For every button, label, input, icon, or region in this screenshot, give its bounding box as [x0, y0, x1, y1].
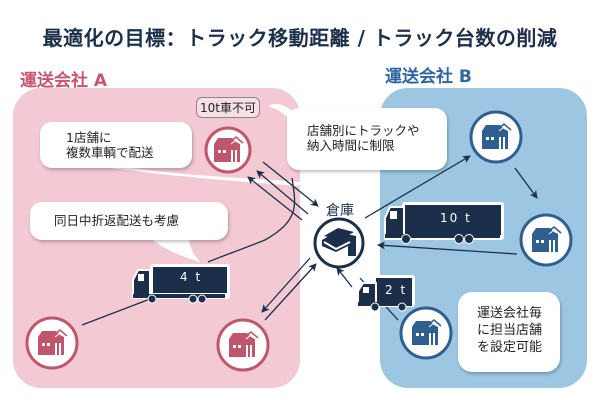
bubble-line: 店舗別にトラックや: [307, 123, 420, 138]
no-10t-tag: 10t車不可: [196, 97, 260, 118]
store-a-1: [204, 126, 252, 174]
company-b-label: 運送会社 B: [385, 67, 472, 87]
warehouse-icon: [313, 217, 365, 269]
bubble-line: 納入時間に制限: [307, 138, 395, 153]
bubble-tail-return: [150, 238, 200, 262]
bubble-same-day-return: 同日中折返配送も考慮: [30, 202, 228, 240]
route-line: [261, 257, 311, 313]
truck-2t-icon: [357, 275, 415, 312]
bubble-line: 複数車輌で配送: [66, 145, 154, 160]
route-line: [256, 170, 309, 215]
truck-4t-icon: [132, 264, 230, 304]
route-line: [336, 267, 353, 288]
route-line: [514, 167, 538, 199]
truck-10t-icon: [384, 202, 504, 244]
diagram-title: 最適化の目標：トラック移動距離 / トラック台数の削減: [42, 26, 558, 50]
store-a-2: [25, 316, 79, 370]
route-line: [377, 241, 518, 255]
bubble-line: 同日中折返配送も考慮: [54, 213, 180, 228]
store-b-1: [469, 110, 523, 164]
bubble-assignment: 運送会社毎 に担当店舗 を設定可能: [458, 292, 560, 372]
store-b-2: [519, 213, 573, 267]
route-line: [262, 161, 319, 207]
bubble-line: 運送会社毎: [477, 306, 543, 321]
truck-10t-label: 10 t: [440, 211, 472, 225]
route-line: [264, 263, 317, 321]
bubble-line: 1店舗に: [66, 130, 112, 145]
bubble-restriction: 店舗別にトラックや 納入時間に制限: [287, 108, 447, 170]
route-line: [81, 298, 151, 326]
route-line: [207, 177, 296, 263]
bubble-multi-vehicle: 1店舗に 複数車輌で配送: [40, 122, 192, 168]
truck-4t-label: 4 t: [180, 270, 203, 284]
company-a-label: 運送会社 A: [20, 71, 108, 91]
store-a-3: [216, 318, 270, 372]
store-b-3: [399, 306, 453, 360]
warehouse-label: 倉庫: [326, 203, 354, 219]
truck-2t-label: 2 t: [385, 283, 408, 297]
bubble-line: に担当店舗: [477, 323, 543, 338]
route-line: [364, 155, 471, 219]
bubble-line: を設定可能: [477, 340, 543, 355]
